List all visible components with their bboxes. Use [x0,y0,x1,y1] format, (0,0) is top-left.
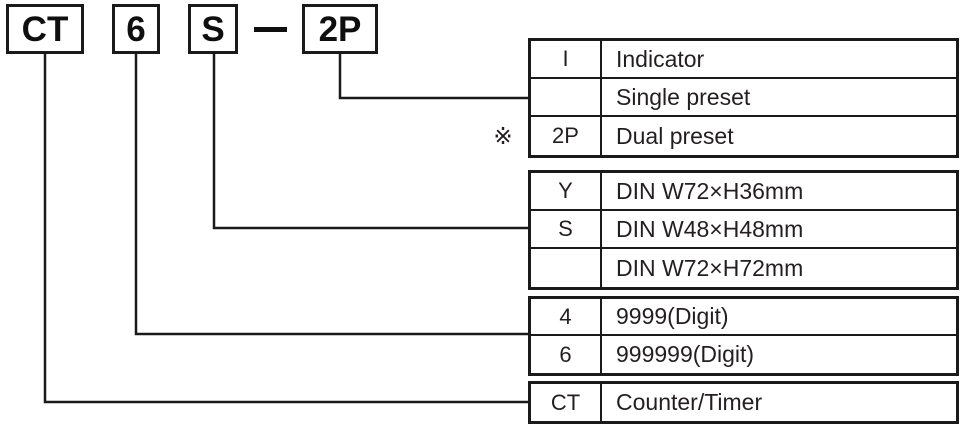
row-code: 2P [531,117,602,155]
row-description: Counter/Timer [616,389,763,415]
connector-series [43,53,531,404]
code-box-series-label: CT [21,9,69,49]
row-code: Y [531,173,602,209]
option-group-series-type: CT Counter/Timer [528,381,959,424]
option-group-panel-size: Y DIN W72×H36mm S DIN W48×H48mm DIN W72×… [528,170,959,290]
row-description: Dual preset [616,122,734,149]
row-description: DIN W48×H48mm [616,215,804,242]
code-separator-dash [254,27,287,32]
row-description: 9999(Digit) [616,303,729,329]
table-row: CT Counter/Timer [531,384,956,421]
table-row: Single preset [531,79,956,117]
row-code [531,79,602,115]
row-description: DIN W72×H36mm [616,177,804,204]
table-row: I Indicator [531,41,956,79]
reference-mark-icon: ※ [493,122,513,149]
table-row: S DIN W48×H48mm [531,211,956,249]
row-code: 4 [531,299,602,334]
table-row: 2P Dual preset [531,117,956,155]
option-group-preset-type: I Indicator Single preset 2P Dual preset [528,38,959,158]
row-description: 999999(Digit) [616,341,755,367]
row-code: CT [531,384,602,421]
row-code [531,249,602,287]
row-description: Indicator [616,45,705,72]
code-box-digits-label: 6 [126,9,146,49]
code-box-size-label: S [201,9,225,49]
row-code: I [531,41,602,77]
row-code: S [531,211,602,247]
row-description: Single preset [616,83,751,110]
table-row: 4 9999(Digit) [531,299,956,336]
code-box-series: CT [6,4,84,54]
code-box-size: S [188,4,238,54]
code-box-digits: 6 [112,4,160,54]
connector-digits [134,53,531,336]
connector-size [212,53,531,230]
table-row: Y DIN W72×H36mm [531,173,956,211]
option-group-digit-count: 4 9999(Digit) 6 999999(Digit) [528,296,959,376]
row-code: 6 [531,336,602,373]
code-box-preset: 2P [302,4,378,54]
row-description: DIN W72×H72mm [616,254,804,281]
table-row: 6 999999(Digit) [531,336,956,373]
table-row: DIN W72×H72mm [531,249,956,287]
connector-preset [338,53,531,100]
code-box-preset-label: 2P [318,9,362,49]
